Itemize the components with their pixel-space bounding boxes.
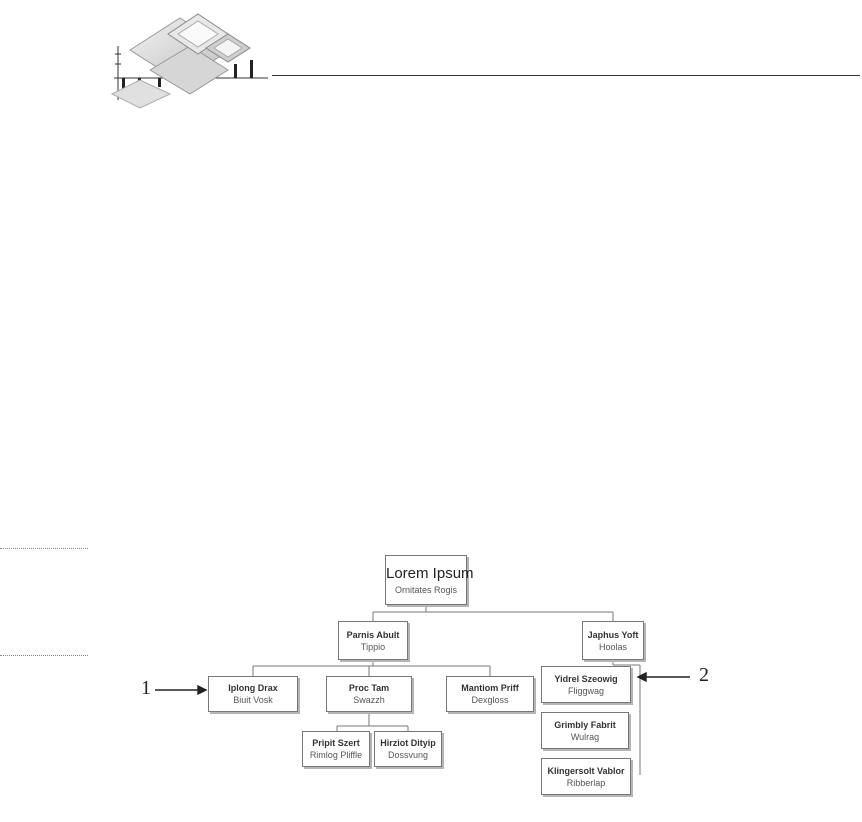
org-box-role: Ornitates Rogis xyxy=(386,585,466,595)
org-box-proc-tam: Proc Tam Swazzh xyxy=(326,676,412,712)
org-box-hirziot-dityip: Hirziot Dityip Dossvung xyxy=(374,731,442,767)
org-box-role: Dexgloss xyxy=(447,695,533,705)
org-box-role: Tippio xyxy=(339,642,407,652)
org-box-name: Japhus Yoft xyxy=(583,630,643,640)
org-box-role: Swazzh xyxy=(327,695,411,705)
org-box-role: Rimlog Pliffle xyxy=(303,750,369,760)
org-box-role: Dossvung xyxy=(375,750,441,760)
org-box-name: Klingersolt Vablor xyxy=(542,766,630,776)
org-box-parnis-abult: Parnis Abult Tippio xyxy=(338,621,408,660)
org-box-role: Hoolas xyxy=(583,642,643,652)
org-box-name: Hirziot Dityip xyxy=(375,738,441,748)
callout-number-1: 1 xyxy=(141,677,151,700)
org-box-mantiom-priff: Mantiom Priff Dexgloss xyxy=(446,676,534,712)
org-box-klingersolt-vablor: Klingersolt Vablor Ribberlap xyxy=(541,758,631,795)
org-box-name: Parnis Abult xyxy=(339,630,407,640)
org-box-name: Pripit Szert xyxy=(303,738,369,748)
org-box-role: Ribberlap xyxy=(542,778,630,788)
org-box-japhus-yoft: Japhus Yoft Hoolas xyxy=(582,621,644,660)
callout-number-2: 2 xyxy=(699,664,709,687)
org-box-role: Biuit Vosk xyxy=(209,695,297,705)
org-box-name: Lorem Ipsum xyxy=(386,565,466,582)
org-box-role: Wulrag xyxy=(542,732,628,742)
org-box-name: Proc Tam xyxy=(327,683,411,693)
org-box-name: Iplong Drax xyxy=(209,683,297,693)
org-box-name: Grimbly Fabrit xyxy=(542,720,628,730)
org-box-root: Lorem Ipsum Ornitates Rogis xyxy=(385,555,467,605)
org-box-pripit-szert: Pripit Szert Rimlog Pliffle xyxy=(302,731,370,767)
org-box-name: Yidrel Szeowig xyxy=(542,674,630,684)
org-box-yidrel-szeowig: Yidrel Szeowig Fliggwag xyxy=(541,666,631,703)
org-box-role: Fliggwag xyxy=(542,686,630,696)
org-box-grimbly-fabrit: Grimbly Fabrit Wulrag xyxy=(541,712,629,749)
org-box-iplong-drax: Iplong Drax Biuit Vosk xyxy=(208,676,298,712)
org-box-name: Mantiom Priff xyxy=(447,683,533,693)
